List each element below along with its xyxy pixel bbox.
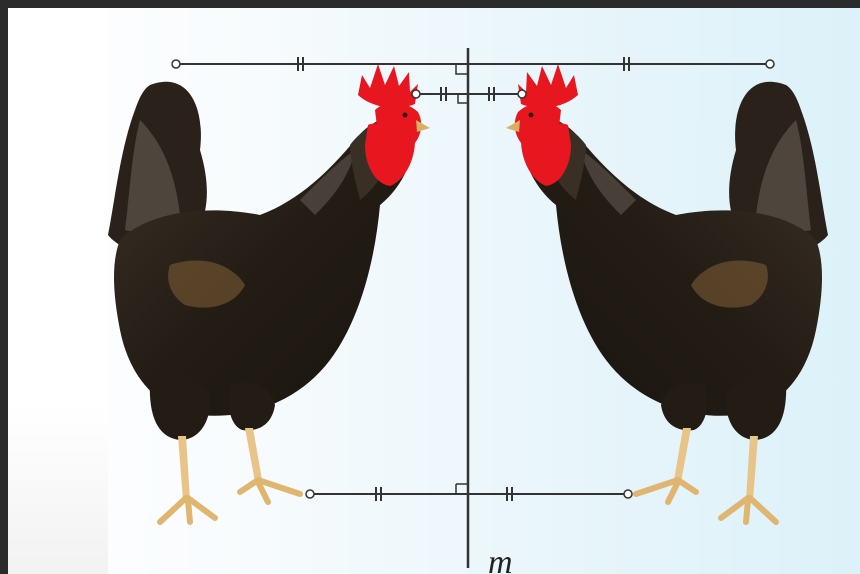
right-rooster-image [506, 64, 828, 522]
bottom-left-point [305, 489, 315, 499]
diagram-canvas: m [8, 8, 860, 574]
middle-left-tick-mark [440, 87, 447, 101]
top-right-tick-mark [623, 57, 630, 71]
left-rooster-image [108, 64, 430, 522]
bottom-right-angle-mark [455, 483, 468, 494]
middle-left-point [411, 89, 421, 99]
bottom-right-point [623, 489, 633, 499]
symmetry-diagram [8, 48, 860, 568]
middle-right-angle-mark [457, 94, 468, 104]
bottom-left-tick-mark [375, 487, 382, 501]
top-left-tick-mark [297, 57, 304, 71]
middle-right-tick-mark [488, 87, 495, 101]
top-right-point [765, 59, 775, 69]
top-left-point [171, 59, 181, 69]
bottom-right-tick-mark [506, 487, 513, 501]
top-right-angle-mark [455, 64, 468, 75]
axis-label-m: m [488, 544, 513, 574]
middle-right-point [517, 89, 527, 99]
